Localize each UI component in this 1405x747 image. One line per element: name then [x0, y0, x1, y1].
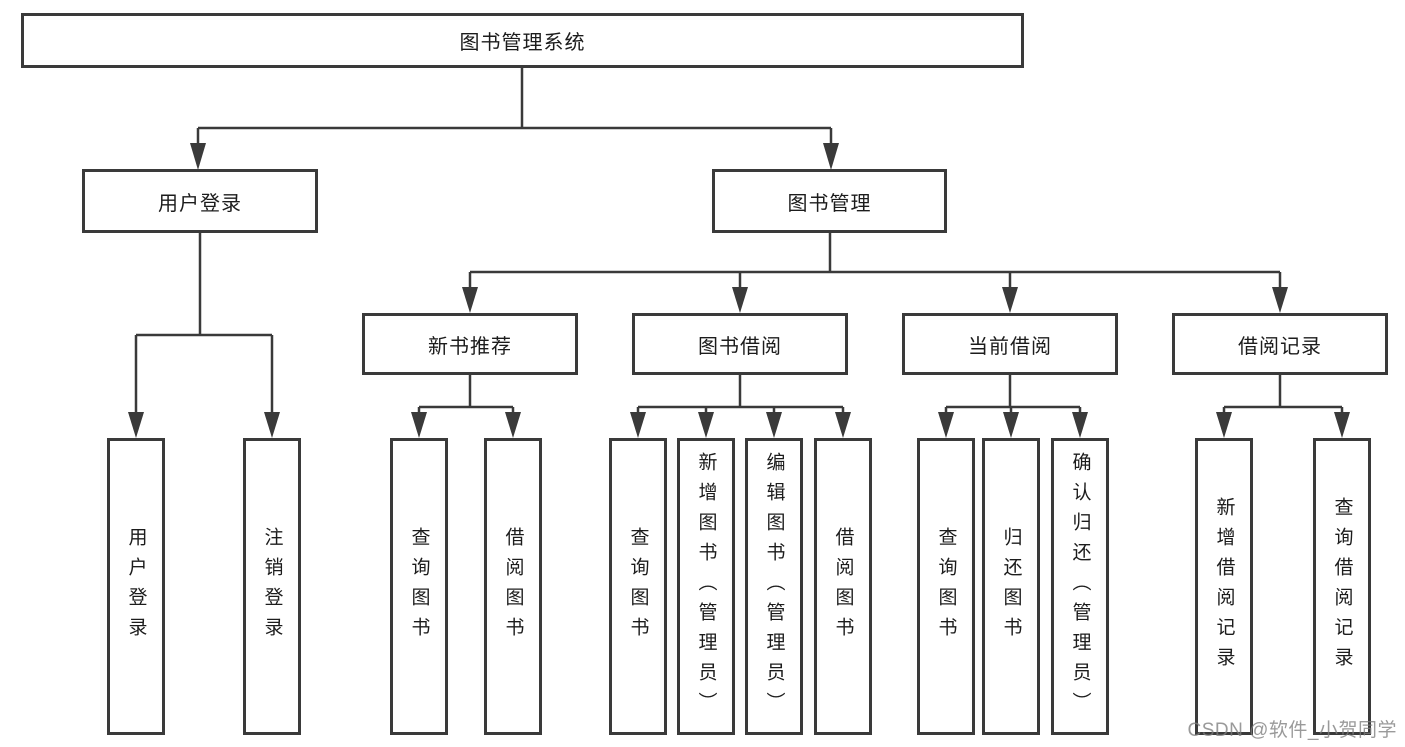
leaf-add-borrow-record: 新增借阅记录	[1195, 438, 1253, 735]
leaf-borrow-books: 借阅图书	[484, 438, 542, 735]
leaf-confirm-return-admin: 确认归还（管理员）	[1051, 438, 1109, 735]
leaf-label: 确认归还（管理员）	[1069, 451, 1091, 722]
leaf-query-books-2: 查询图书	[609, 438, 667, 735]
leaf-label: 用户登录	[125, 526, 147, 647]
leaf-label: 查询图书	[627, 526, 649, 647]
leaf-label: 新增图书（管理员）	[695, 451, 717, 722]
leaf-query-borrow-record: 查询借阅记录	[1313, 438, 1371, 735]
arrowheads	[128, 143, 1350, 438]
leaf-label: 查询图书	[935, 526, 957, 647]
node-label: 用户登录	[158, 192, 242, 215]
leaf-label: 新增借阅记录	[1213, 496, 1235, 677]
leaf-return-book: 归还图书	[982, 438, 1040, 735]
leaf-borrow-books-2: 借阅图书	[814, 438, 872, 735]
leaf-user-login: 用户登录	[107, 438, 165, 735]
leaf-add-book-admin: 新增图书（管理员）	[677, 438, 735, 735]
leaf-label: 注销登录	[261, 526, 283, 647]
node-book-borrowing: 图书借阅	[632, 313, 848, 375]
node-new-book-recommendation: 新书推荐	[362, 313, 578, 375]
leaf-label: 借阅图书	[832, 526, 854, 647]
node-label: 当前借阅	[968, 335, 1052, 358]
node-user-login: 用户登录	[82, 169, 318, 233]
node-label: 图书借阅	[698, 335, 782, 358]
node-label: 图书管理	[787, 192, 872, 215]
leaf-query-books-3: 查询图书	[917, 438, 975, 735]
leaf-label: 查询图书	[408, 526, 430, 647]
leaf-query-books: 查询图书	[390, 438, 448, 735]
node-current-borrowing: 当前借阅	[902, 313, 1118, 375]
node-label: 借阅记录	[1238, 335, 1322, 358]
leaf-logout: 注销登录	[243, 438, 301, 735]
node-label: 图书管理系统	[459, 32, 586, 54]
leaf-edit-book-admin: 编辑图书（管理员）	[745, 438, 803, 735]
node-library-management-system: 图书管理系统	[21, 13, 1024, 68]
leaf-label: 借阅图书	[502, 526, 524, 647]
node-book-management: 图书管理	[712, 169, 947, 233]
leaf-label: 编辑图书（管理员）	[763, 451, 785, 722]
leaf-label: 归还图书	[1000, 526, 1022, 647]
node-borrowing-records: 借阅记录	[1172, 313, 1388, 375]
leaf-label: 查询借阅记录	[1331, 496, 1353, 677]
node-label: 新书推荐	[428, 335, 512, 358]
